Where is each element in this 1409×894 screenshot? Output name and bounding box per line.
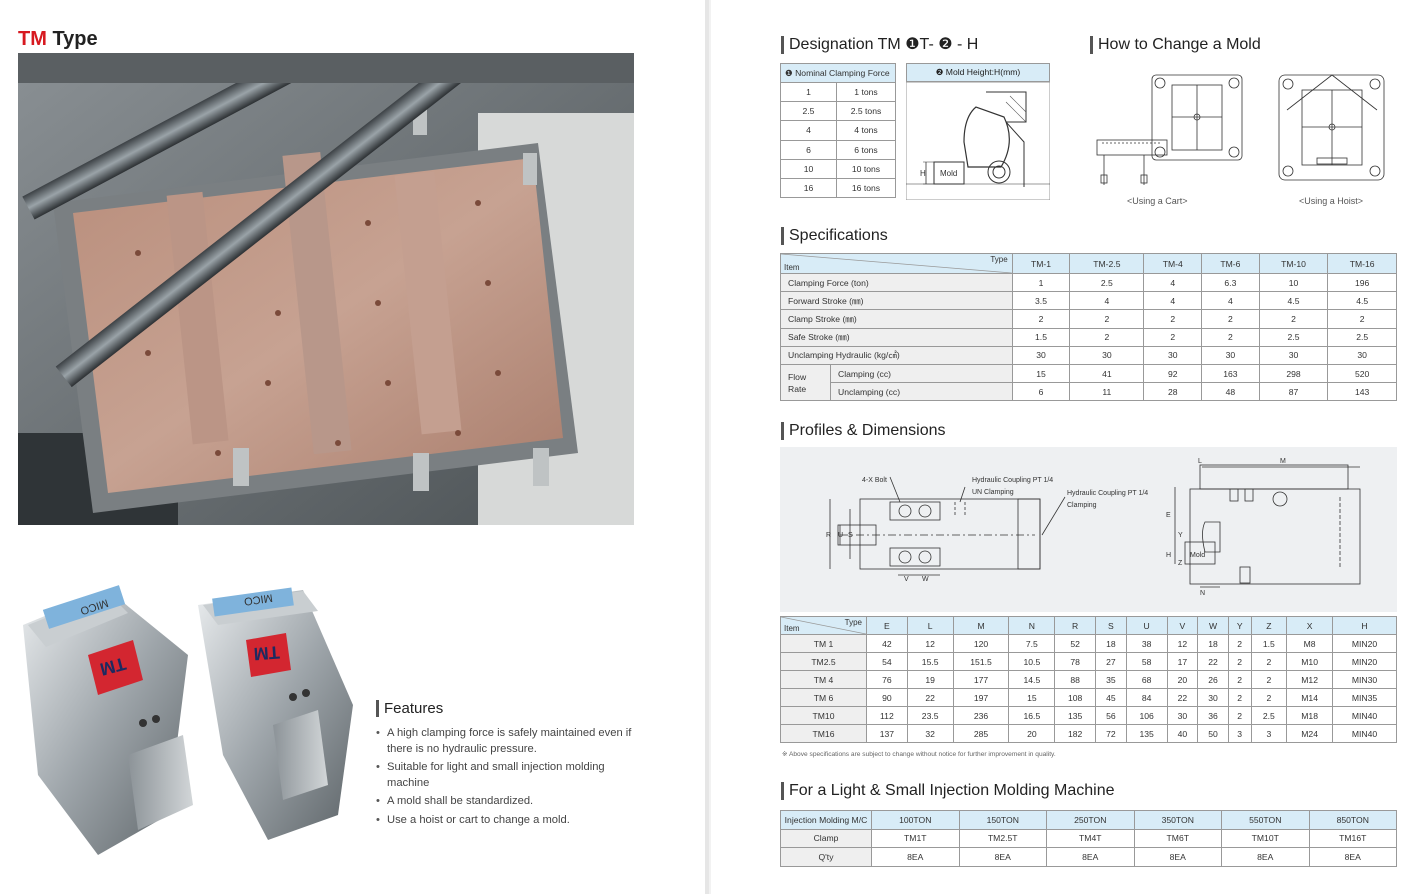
dim-coupling-un-label: Hydraulic Coupling PT 1/4 xyxy=(972,477,1053,484)
drawing-mold-label: Mold xyxy=(940,169,957,178)
mold-installation-photo xyxy=(18,53,634,525)
specifications-table: Type Item TM-1 TM-2.5 TM-4 TM-6 TM-10 TM… xyxy=(780,253,1397,402)
spec-type-head: TM-16 xyxy=(1327,253,1397,274)
dim-e-label: E xyxy=(1166,512,1171,519)
spec-type-head: TM-1 xyxy=(1011,253,1071,274)
page-title: TM Type xyxy=(18,28,98,50)
profile-dimension-drawing: 4-X Bolt Hydraulic Coupling PT 1/4 UN Cl… xyxy=(780,447,1397,612)
feature-item: Use a hoist or cart to change a mold. xyxy=(376,813,646,829)
feature-item: A mold shall be standardized. xyxy=(376,794,646,810)
cart-caption: <Using a Cart> xyxy=(1127,196,1188,206)
dim-w-label: W xyxy=(922,576,929,583)
specifications-title: Specifications xyxy=(781,227,888,245)
dim-s-label: S xyxy=(848,532,853,539)
dim-bolt-label: 4-X Bolt xyxy=(862,477,887,484)
dim-h-label: H xyxy=(1166,552,1171,559)
dim-u-label: U xyxy=(838,532,843,539)
cart-drawing xyxy=(1096,74,1243,185)
spec-type-head: TM-4 xyxy=(1143,253,1203,274)
spec-change-note: ※ Above specifications are subject to ch… xyxy=(782,751,1056,758)
designation-col1-head: ❶ Nominal Clamping Force xyxy=(780,63,896,83)
product-tm-label-2: TM xyxy=(253,642,280,664)
drawing-h-label: H xyxy=(920,169,926,178)
profiles-title: Profiles & Dimensions xyxy=(781,422,946,440)
designation-title: Designation TM ❶T- ❷ - H xyxy=(781,36,978,54)
mold-change-title: How to Change a Mold xyxy=(1090,36,1261,54)
spec-type-head: TM-6 xyxy=(1201,253,1260,274)
feature-item: A high clamping force is safely maintain… xyxy=(376,726,646,757)
spec-type-head: TM-2.5 xyxy=(1069,253,1145,274)
dim-r-label: R xyxy=(826,532,831,539)
dim-mold-label: Mold xyxy=(1190,552,1205,559)
hoist-caption: <Using a Hoist> xyxy=(1299,196,1364,206)
designation-col2-head: ❷ Mold Height:H(mm) xyxy=(906,63,1050,82)
dim-l-label: L xyxy=(1198,458,1202,465)
features-title: Features xyxy=(376,700,443,717)
product-brand-label-2: MICO xyxy=(243,591,274,607)
mold-change-drawings xyxy=(1092,70,1387,210)
spec-corner-cell: Type Item xyxy=(780,253,1013,274)
injection-title: For a Light & Small Injection Molding Ma… xyxy=(781,782,1115,800)
dim-v-label: V xyxy=(904,576,909,583)
dim-y-label: Y xyxy=(1178,532,1183,539)
dim-clamping-label: Clamping xyxy=(1067,502,1097,509)
page-gutter xyxy=(705,0,709,894)
mold-height-drawing: H Mold xyxy=(905,81,1051,201)
dim-un-clamping-label: UN Clamping xyxy=(972,489,1014,496)
designation-table: ❶ Nominal Clamping Force xyxy=(780,63,896,83)
dim-coupling-cl-label: Hydraulic Coupling PT 1/4 xyxy=(1067,490,1148,497)
dim-n-label: N xyxy=(1200,590,1205,597)
dim-z-label: Z xyxy=(1178,560,1183,567)
hoist-drawing xyxy=(1278,74,1385,181)
page-gutter-shade xyxy=(709,0,711,894)
feature-item: Suitable for light and small injection m… xyxy=(376,760,646,791)
dim-m-label: M xyxy=(1280,458,1286,465)
features-list: A high clamping force is safely maintain… xyxy=(376,726,646,831)
spec-type-head: TM-10 xyxy=(1258,253,1329,274)
tm-clamp-product-photo: MICO TM MICO TM xyxy=(18,585,358,860)
dim-corner-cell: Type Item xyxy=(780,616,867,635)
